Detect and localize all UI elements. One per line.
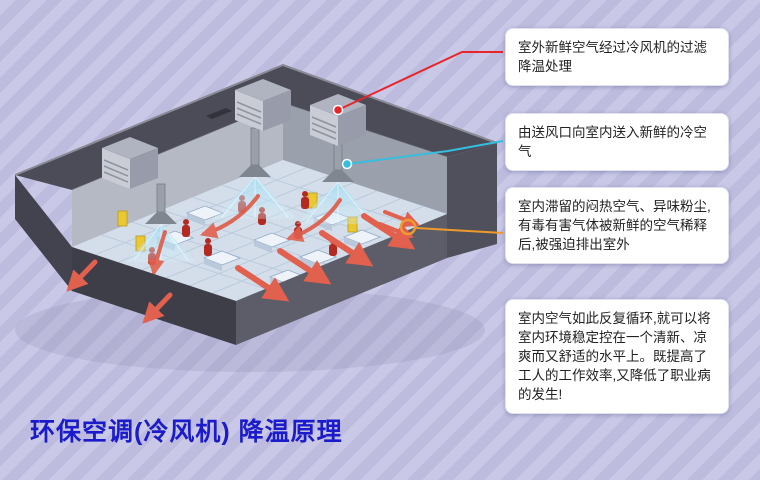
callout-connector-cyan: [341, 140, 504, 170]
callout-supply-air-text: 由送风口向室内送入新鲜的冷空气: [518, 125, 707, 159]
callout-connector-red: [332, 51, 503, 116]
circulation-arrows: [147, 194, 342, 277]
callout-filter-cooling: 室外新鲜空气经过冷风机的过滤降温处理: [505, 28, 729, 86]
cooling-unit-2: [235, 79, 291, 131]
cooling-unit-3: [310, 94, 366, 146]
exterior-left-wall: [15, 175, 72, 291]
callout-circulation-text: 室内空气如此反复循环,就可以将室内环境稳定控在一个清新、凉爽而又舒适的水平上。既…: [518, 311, 711, 402]
page-title: 环保空调(冷风机) 降温原理: [30, 418, 343, 446]
callout-circulation: 室内空气如此反复循环,就可以将室内环境稳定控在一个清新、凉爽而又舒适的水平上。既…: [505, 299, 729, 414]
callout-supply-air: 由送风口向室内送入新鲜的冷空气: [505, 113, 729, 171]
callout-exhaust-air: 室内滞留的闷热空气、异味粉尘,有毒有害气体被新鲜的空气稀释后,被强迫排出室外: [505, 187, 729, 264]
callout-filter-cooling-text: 室外新鲜空气经过冷风机的过滤降温处理: [518, 40, 707, 74]
supply-ducts-and-diffusers: [145, 127, 354, 224]
callout-exhaust-air-text: 室内滞留的闷热空气、异味粉尘,有毒有害气体被新鲜的空气稀释后,被强迫排出室外: [518, 199, 711, 252]
front-left-wall: [72, 247, 236, 345]
exterior-right-wall: [447, 143, 497, 258]
cooling-unit-1: [102, 137, 158, 189]
callout-connector-orange: [399, 218, 504, 236]
